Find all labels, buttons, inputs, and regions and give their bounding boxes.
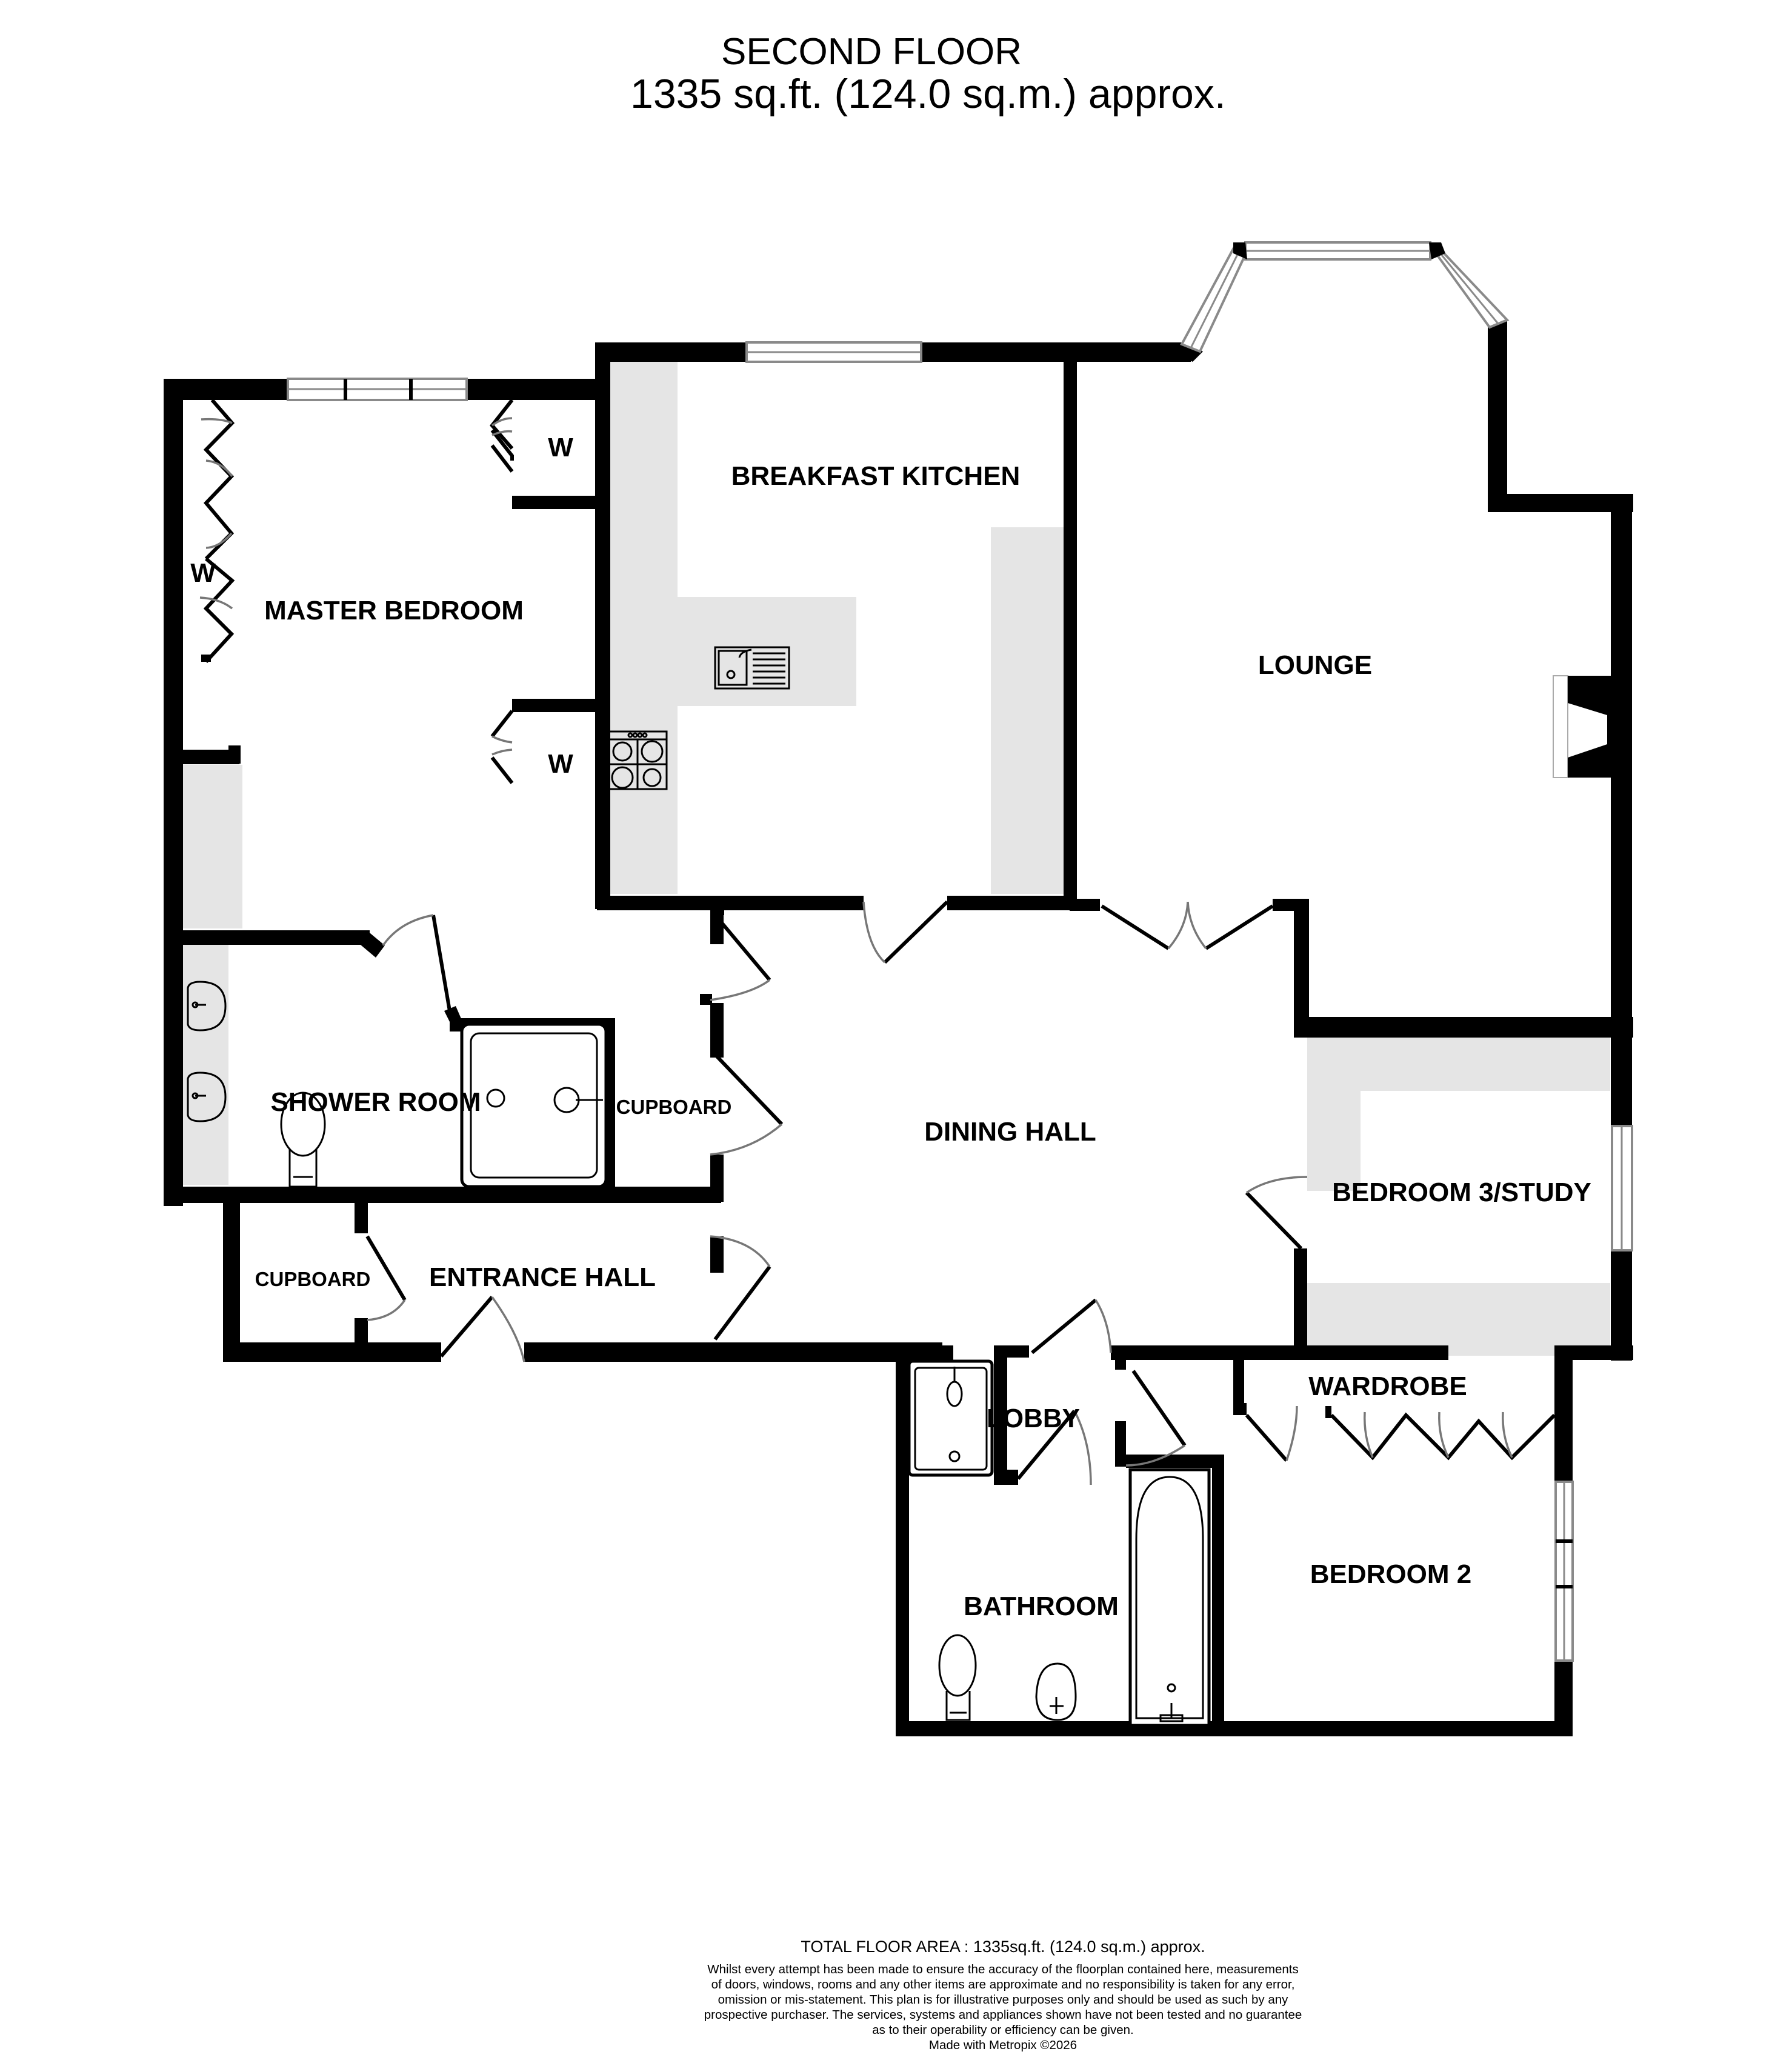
label-dining-hall: DINING HALL [924,1117,1096,1147]
bathroom-door [1016,1410,1092,1485]
entrance-dining-door [710,1235,771,1341]
kitchen-worktop-left [608,361,678,894]
label-wardrobe-bottom-right: W [548,749,573,779]
disclaimer-line: as to their operability or efficiency ca… [872,2023,1134,2037]
label-master-bedroom: MASTER BEDROOM [264,596,524,625]
plan-footer: TOTAL FLOOR AREA : 1335sq.ft. (124.0 sq.… [655,1936,1351,2053]
lounge-bay-window [1180,241,1510,353]
doors [199,399,1556,1485]
disclaimer-line: omission or mis-statement. This plan is … [718,1993,1288,2007]
label-cupboard-shower: CUPBOARD [616,1096,732,1118]
bedroom3-door [1245,1176,1308,1250]
walls [164,321,1633,1736]
bedroom2-window [1554,1481,1574,1662]
cupboard-door-entrance [365,1235,407,1321]
disclaimer-line: of doors, windows, rooms and any other i… [711,1978,1295,1991]
kitchen-dining-door [862,900,949,964]
bedroom3-unit-bottom [1307,1283,1610,1356]
master-right-bottom-wardrobe-doors [490,710,514,784]
kitchen-sink-icon [714,646,790,690]
basin-icon [187,981,227,1032]
toilet-icon [280,1091,326,1188]
label-wardrobe-left: W [190,558,216,588]
master-left-wardrobe-doors [199,399,235,664]
disclaimer-line: prospective purchaser. The services, sys… [704,2008,1302,2022]
cooker-hob-icon [608,730,668,790]
label-shower-room: SHOWER ROOM [270,1087,481,1117]
label-cupboard-entrance: CUPBOARD [255,1268,371,1290]
shower-room-vanity [182,942,228,1185]
label-breakfast-kitchen: BREAKFAST KITCHEN [731,461,1021,491]
bathroom-shower-icon [907,1359,994,1477]
floor-title: SECOND FLOOR [721,31,1022,73]
front-door [439,1296,525,1362]
lounge-double-doors [1101,901,1274,950]
kitchen-worktop-right [991,527,1064,894]
fixtures [187,646,1211,1727]
bath-icon [1128,1468,1211,1727]
room-labels: MASTER BEDROOM W W W BREAKFAST KITCHEN L… [190,433,1591,1621]
label-bedroom2: BEDROOM 2 [1310,1559,1471,1589]
credit-line: Made with Metropix ©2026 [928,2038,1078,2052]
bedroom3-unit-top [1307,1036,1610,1091]
cupboard-door-shower [710,1053,784,1156]
bedroom2-wardrobe-doors [1245,1405,1556,1462]
toilet-icon [938,1634,977,1721]
bedroom3-window [1611,1125,1633,1251]
disclaimer-line: Whilst every attempt has been made to en… [707,1962,1299,1976]
label-entrance-hall: ENTRANCE HALL [429,1262,656,1292]
label-bedroom3-study: BEDROOM 3/STUDY [1332,1178,1591,1207]
master-dining-door [710,915,771,1001]
fitted-units [182,361,1610,1356]
floor-area: 1335 sq.ft. (124.0 sq.m.) approx. [630,71,1226,117]
kitchen-window [745,341,922,363]
label-wardrobe: WARDROBE [1308,1371,1467,1401]
master-bedroom-unit [182,765,242,928]
shower-tray-icon [460,1022,608,1188]
label-bathroom: BATHROOM [964,1591,1119,1621]
master-bedroom-window [287,378,468,401]
master-right-top-wardrobe-doors [490,399,514,473]
basin-icon [1035,1662,1077,1721]
basin-icon [187,1071,227,1122]
bedroom2-door [1125,1370,1187,1467]
disclaimer: Whilst every attempt has been made to en… [655,1962,1351,2038]
windows [287,241,1633,1662]
label-lounge: LOUNGE [1258,650,1372,680]
lobby-entry-door [1031,1298,1112,1355]
label-lobby: LOBBY [987,1404,1080,1433]
label-wardrobe-top-right: W [548,433,573,462]
total-floor-area: TOTAL FLOOR AREA : 1335sq.ft. (124.0 sq.… [801,1938,1205,1956]
shower-room-door [382,914,451,1012]
bedroom3-unit-left [1307,1091,1361,1191]
kitchen-peninsula [678,597,856,706]
